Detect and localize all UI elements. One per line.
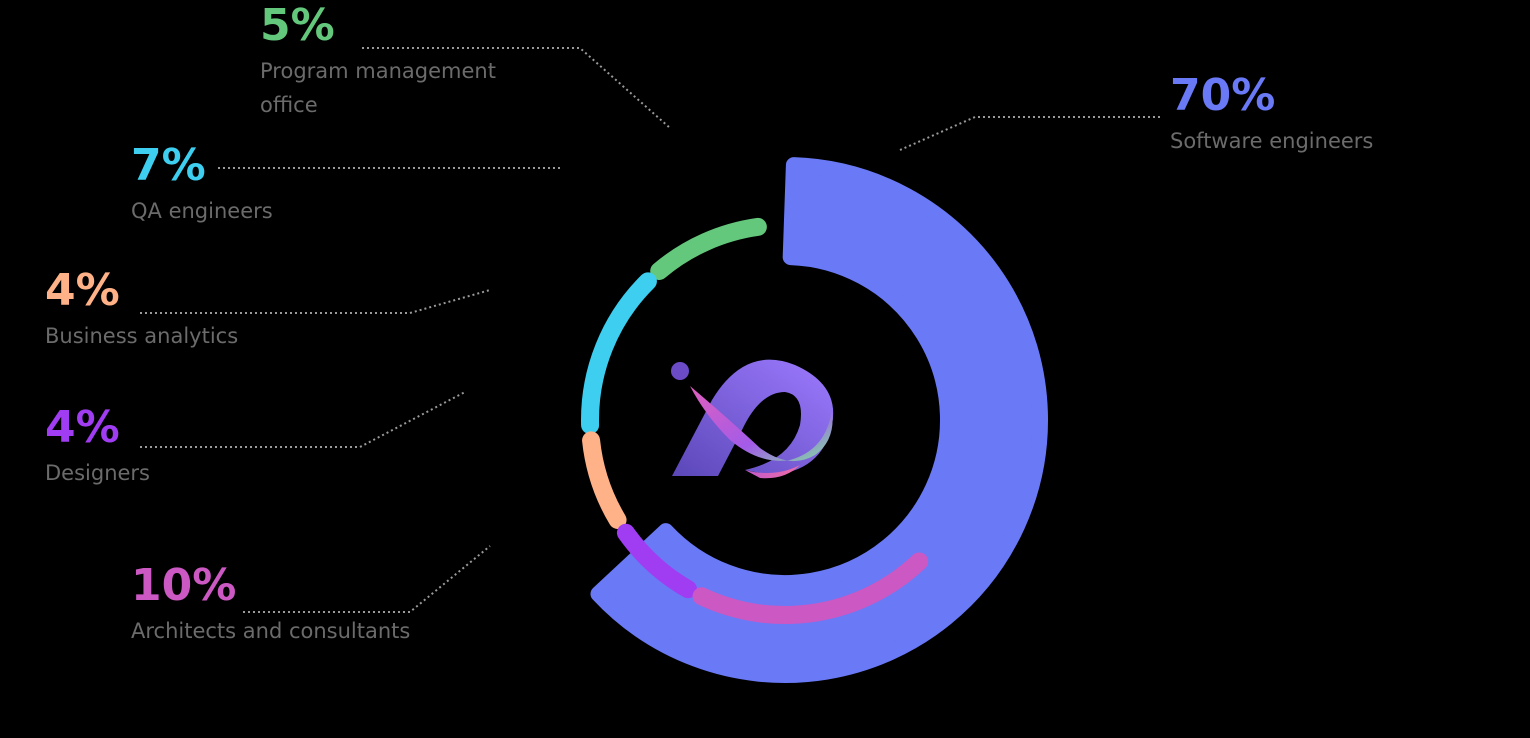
category-label-software-engineers: Software engineers <box>1170 129 1373 153</box>
category-label-qa-engineers: QA engineers <box>131 199 273 223</box>
leader-line-business-analytics <box>140 289 491 314</box>
value-label-software-engineers: 70% <box>1170 70 1275 121</box>
segment-qa-engineers <box>581 272 657 435</box>
logo-ribbon-tail <box>745 465 800 479</box>
logo-dot <box>671 362 689 380</box>
brand-logo <box>671 359 834 479</box>
logo-ribbon <box>690 386 833 462</box>
value-label-designers: 4% <box>45 402 120 453</box>
segments-layer <box>581 157 1048 683</box>
value-label-architects-and-consultants: 10% <box>131 560 236 611</box>
category-label-program-management-office-line2: office <box>260 93 318 117</box>
leader-line-designers <box>140 391 466 448</box>
leader-lines-layer <box>140 47 1160 613</box>
segment-software-engineers <box>590 157 1048 683</box>
segment-designers <box>616 523 697 599</box>
category-label-program-management-office: Program management <box>260 59 496 83</box>
category-label-business-analytics: Business analytics <box>45 324 238 348</box>
category-label-architects-and-consultants: Architects and consultants <box>131 619 410 643</box>
value-label-program-management-office: 5% <box>260 0 335 51</box>
segment-business-analytics <box>582 431 627 529</box>
leader-line-architects-and-consultants <box>243 545 491 613</box>
leader-line-software-engineers <box>899 116 1160 151</box>
logo-arc <box>672 359 834 476</box>
segment-architects-and-consultants <box>692 552 929 624</box>
segment-program-management-office <box>650 217 767 280</box>
category-label-designers: Designers <box>45 461 150 485</box>
value-label-qa-engineers: 7% <box>131 140 206 191</box>
labels-layer: 70% Software engineers 5% Program managemen… <box>45 0 1373 643</box>
value-label-business-analytics: 4% <box>45 265 120 316</box>
